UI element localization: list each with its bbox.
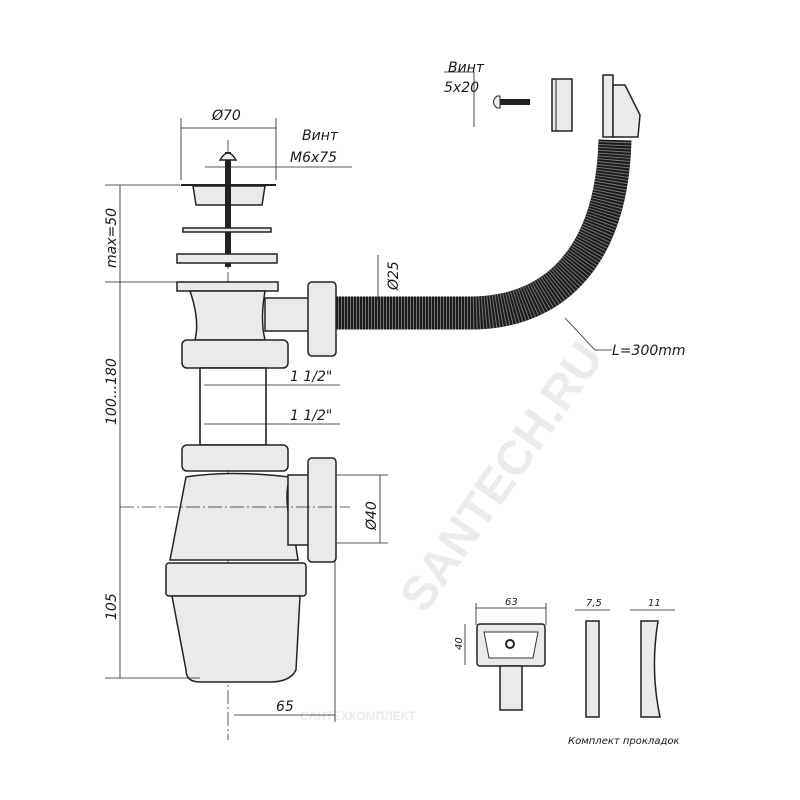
height-max-label: max=50: [104, 208, 120, 268]
strainer-screw-label: Винт: [302, 128, 339, 144]
gasket-set: 63 40 7,5 11 Комплект прокладок: [454, 597, 680, 747]
height-range-label: 100...180: [104, 358, 120, 425]
hose-length-label: L=300mm: [612, 343, 686, 359]
height-bottle-label: 105: [104, 593, 120, 620]
svg-text:SANTECH.RU: SANTECH.RU: [390, 333, 614, 621]
corrugated-hose: [335, 74, 641, 330]
gasket-thickness-b-label: 11: [648, 598, 661, 609]
gasket-height-label: 40: [454, 637, 465, 650]
dimensions: Ø70 Винт M6x75 max=50 100...180 105 1 1/…: [104, 108, 686, 722]
offset-width-label: 65: [276, 699, 294, 715]
siphon-body: [120, 281, 350, 683]
outlet-diameter-label: Ø40: [364, 501, 380, 531]
thread-lower-label: 1 1/2": [290, 408, 332, 424]
watermark: SANTECH.RU САНТЕХКОМПЛЕКТ: [300, 333, 614, 723]
overflow-parts: Винт 5x20: [444, 60, 573, 132]
thread-upper-label: 1 1/2": [290, 369, 332, 385]
gasket-thickness-a-label: 7,5: [586, 598, 602, 609]
overflow-screw-label: Винт: [448, 60, 485, 76]
strainer-diameter-label: Ø70: [211, 108, 241, 124]
gasket-set-caption: Комплект прокладок: [568, 736, 680, 747]
strainer-screw-size: M6x75: [290, 150, 337, 166]
overflow-screw-size: 5x20: [444, 80, 479, 96]
svg-text:САНТЕХКОМПЛЕКТ: САНТЕХКОМПЛЕКТ: [300, 709, 416, 723]
hose-diameter-label: Ø25: [386, 261, 402, 291]
gasket-width-label: 63: [505, 597, 518, 608]
